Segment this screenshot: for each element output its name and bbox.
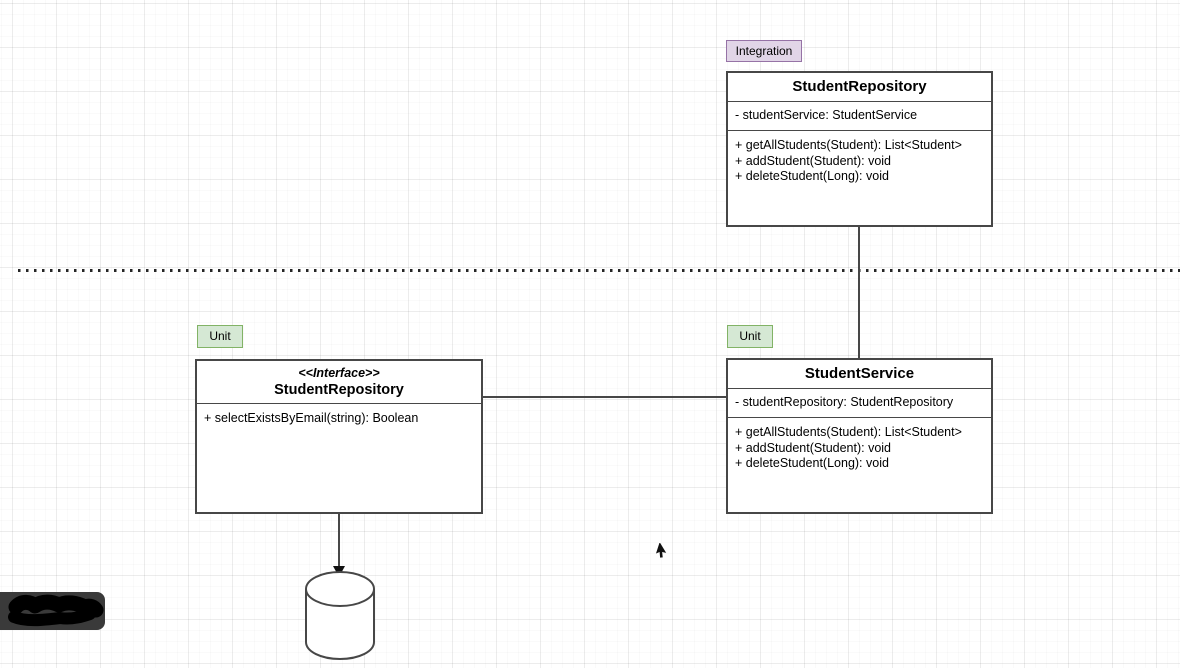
- method-line: + getAllStudents(Student): List<Student>: [735, 138, 962, 152]
- class-box-interface-student-repository[interactable]: <<Interface>> StudentRepository + select…: [195, 359, 483, 514]
- class-attributes: - studentService: StudentService: [728, 102, 991, 131]
- badge-unit-interface[interactable]: Unit: [197, 325, 243, 348]
- class-stereotype: <<Interface>>: [298, 366, 380, 380]
- method-line: + addStudent(Student): void: [735, 153, 892, 168]
- class-box-student-service[interactable]: StudentService - studentRepository: Stud…: [726, 358, 993, 514]
- method-line: + addStudent(Student): void: [735, 440, 892, 455]
- badge-unit-service[interactable]: Unit: [727, 325, 773, 348]
- database-cylinder-icon[interactable]: [303, 569, 377, 663]
- method-line: + selectExistsByEmail(string): Boolean: [204, 411, 419, 425]
- class-methods: + getAllStudents(Student): List<Student>…: [728, 418, 991, 479]
- class-title: StudentRepository: [728, 73, 991, 102]
- class-attributes: - studentRepository: StudentRepository: [728, 389, 991, 418]
- connector-interface-to-database[interactable]: [338, 514, 340, 567]
- class-title: StudentService: [728, 360, 991, 389]
- method-line: + deleteStudent(Long): void: [735, 169, 889, 183]
- attribute-line: - studentRepository: StudentRepository: [735, 395, 954, 409]
- connector-interface-to-service[interactable]: [483, 396, 726, 398]
- class-methods: + getAllStudents(Student): List<Student>…: [728, 131, 991, 192]
- class-title: StudentRepository: [274, 382, 404, 398]
- connector-repository-to-service[interactable]: [858, 227, 860, 358]
- method-line: + getAllStudents(Student): List<Student>: [735, 425, 962, 439]
- class-methods: + selectExistsByEmail(string): Boolean: [197, 404, 481, 434]
- mouse-cursor-icon: [655, 542, 668, 560]
- class-header: <<Interface>> StudentRepository: [197, 361, 481, 404]
- dotted-separator-line[interactable]: [18, 269, 1180, 272]
- badge-integration[interactable]: Integration: [726, 40, 802, 62]
- class-box-integration-student-repository[interactable]: StudentRepository - studentService: Stud…: [726, 71, 993, 227]
- attribute-line: - studentService: StudentService: [735, 108, 918, 122]
- redaction-scribble: [0, 592, 105, 630]
- method-line: + deleteStudent(Long): void: [735, 456, 889, 470]
